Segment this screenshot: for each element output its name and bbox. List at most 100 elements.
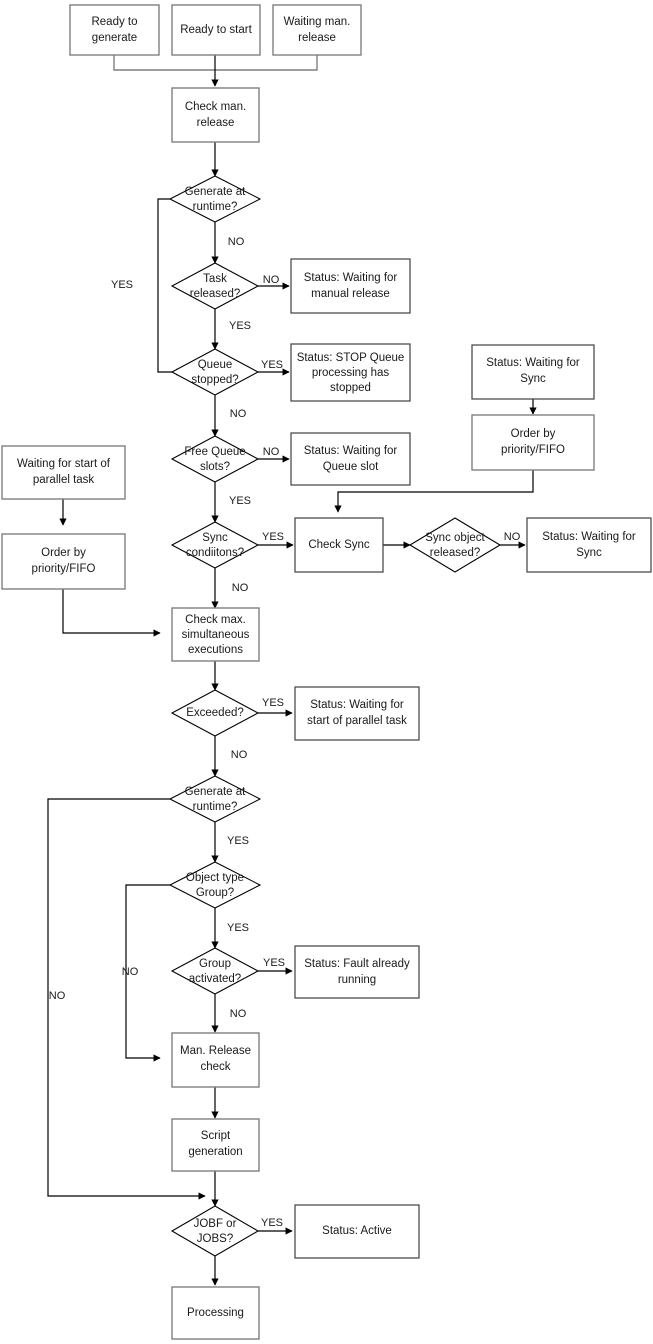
node-text-line: stopped [330, 382, 371, 394]
node-text-line: Queue [198, 359, 233, 371]
node-shape-box [69, 4, 160, 56]
node-text-line: start of parallel task [307, 715, 407, 727]
node-generate-at-runtime-1[interactable]: Generate at runtime? [168, 175, 262, 223]
node-status-fault-already-running[interactable]: Status: Fault already running [294, 945, 420, 999]
node-shape-box [171, 87, 260, 143]
node-waiting-for-start-parallel-task[interactable]: Waiting for start of parallel task [1, 445, 126, 500]
node-text-line: Waiting for start of [17, 458, 111, 470]
edge-label-no-gen1: NO [228, 236, 245, 248]
node-text-line: Check max. [185, 614, 246, 626]
node-shape-diamond [170, 1205, 260, 1257]
node-shape-diamond [170, 521, 260, 569]
node-task-released[interactable]: Task released? [170, 262, 260, 310]
node-text-line: JOBF or [194, 1218, 237, 1230]
node-waiting-man-release[interactable]: Waiting man. release [272, 4, 362, 56]
node-text-line: Waiting man. [284, 16, 351, 28]
node-text-line: released? [190, 288, 241, 300]
node-text-line: Status: Waiting for [304, 445, 398, 457]
edge-label-yes-task-released: YES [229, 320, 251, 332]
node-text-line: Order by [41, 547, 86, 559]
edge-label-no-sync-conditions: NO [232, 582, 249, 594]
node-text-line: Generate at [185, 786, 247, 798]
node-shape-box [294, 686, 420, 741]
node-generate-at-runtime-2[interactable]: Generate at runtime? [168, 775, 262, 823]
edge-label-no-sync-object: NO [504, 531, 521, 543]
node-status-stop-queue[interactable]: Status: STOP Queue processing has stoppe… [290, 343, 411, 402]
node-text-line: manual release [311, 288, 390, 300]
node-order-by-priority-fifo-left[interactable]: Order by priority/FIFO [1, 533, 126, 590]
node-text-line: Ready to [91, 16, 137, 28]
node-text-line: Order by [511, 428, 556, 440]
edge-label-yes-exceeded: YES [262, 697, 284, 709]
node-text-line: stopped? [191, 374, 238, 386]
node-shape-diamond [170, 947, 260, 995]
node-text-line: Status: Fault already [304, 958, 410, 970]
node-text-line: priority/FIFO [501, 444, 565, 456]
node-exceeded[interactable]: Exceeded? [170, 689, 260, 737]
node-order-by-priority-fifo-right[interactable]: Order by priority/FIFO [471, 414, 595, 471]
node-man-release-check[interactable]: Man. Release check [171, 1032, 260, 1088]
node-sync-object-released[interactable]: Sync object released? [408, 517, 502, 573]
node-text-line: slots? [200, 461, 230, 473]
node-check-man-release[interactable]: Check man. release [171, 87, 260, 143]
node-text-line: Processing [187, 1307, 244, 1319]
node-queue-stopped[interactable]: Queue stopped? [170, 348, 260, 396]
node-shape-box [290, 432, 411, 486]
node-text-line: activated? [189, 973, 241, 985]
node-shape-box [294, 1204, 420, 1259]
node-text-line: Status: Active [322, 1225, 392, 1237]
node-text-line: Generate at [185, 186, 247, 198]
node-status-waiting-queue-slot[interactable]: Status: Waiting for Queue slot [290, 432, 411, 486]
node-status-waiting-sync-top[interactable]: Status: Waiting for Sync [471, 344, 595, 400]
edge-label-yes-queue-stopped: YES [261, 359, 283, 371]
edge-label-yes-free-slots: YES [229, 495, 251, 507]
node-shape-diamond [170, 435, 260, 483]
node-text-line: JOBS? [197, 1233, 233, 1245]
node-shape-diamond [170, 348, 260, 396]
node-text-line: Free Queue [184, 446, 245, 458]
node-shape-diamond [168, 861, 262, 909]
node-text-line: Status: STOP Queue [297, 352, 405, 364]
edge-label-no-free-slots: NO [263, 446, 280, 458]
edge-label-no-gen2: NO [49, 990, 66, 1002]
node-text-line: processing has [312, 367, 390, 379]
node-shape-box [294, 945, 420, 999]
node-status-waiting-manual-release[interactable]: Status: Waiting for manual release [290, 258, 411, 314]
edge-label-yes-gen2: YES [227, 835, 249, 847]
node-shape-box [171, 1032, 260, 1088]
node-free-queue-slots[interactable]: Free Queue slots? [170, 435, 260, 483]
node-jobf-or-jobs[interactable]: JOBF or JOBS? [170, 1205, 260, 1257]
node-text-line: release [298, 32, 336, 44]
node-ready-to-generate[interactable]: Ready to generate [69, 4, 160, 56]
edge-objtypegroup-no-to-manrelease [125, 884, 170, 1062]
node-text-line: Sync [576, 547, 602, 559]
node-status-waiting-sync-right[interactable]: Status: Waiting for Sync [526, 517, 652, 573]
node-text-line: released? [430, 547, 481, 559]
node-text-line: Object type [186, 872, 244, 884]
node-text-line: condiitons? [186, 547, 244, 559]
node-text-line: Man. Release [180, 1045, 251, 1057]
node-check-max-simultaneous-executions[interactable]: Check max. simultaneous executions [171, 607, 260, 662]
node-text-line: priority/FIFO [32, 563, 96, 575]
edge-label-no-queue-stopped: NO [230, 408, 247, 420]
node-check-sync[interactable]: Check Sync [294, 517, 384, 573]
node-text-line: generation [188, 1146, 242, 1158]
node-shape-box [471, 344, 595, 400]
node-shape-box [171, 1286, 260, 1340]
node-status-active[interactable]: Status: Active [294, 1204, 420, 1259]
edge-label-yes-sync-conditions: YES [262, 531, 284, 543]
node-text-line: Status: Waiting for [486, 357, 580, 369]
node-group-activated[interactable]: Group activated? [170, 947, 260, 995]
node-object-type-group[interactable]: Object type Group? [168, 861, 262, 909]
edge-gen2-no-to-jobf [47, 798, 206, 1200]
node-status-waiting-start-parallel[interactable]: Status: Waiting for start of parallel ta… [294, 686, 420, 741]
node-sync-conditions[interactable]: Sync condiitons? [170, 521, 260, 569]
node-processing[interactable]: Processing [171, 1286, 260, 1340]
node-script-generation[interactable]: Script generation [171, 1118, 260, 1172]
node-text-line: Group? [196, 887, 234, 899]
edge-label-no-group-activated: NO [230, 1008, 247, 1020]
node-ready-to-start[interactable]: Ready to start [171, 4, 261, 56]
node-shape-box [171, 4, 261, 56]
